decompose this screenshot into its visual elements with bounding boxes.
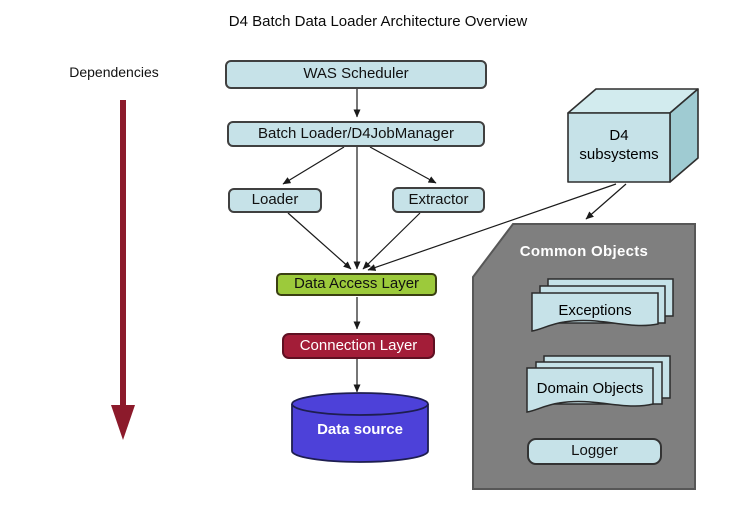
node-batch-loader-label: Batch Loader/D4JobManager bbox=[258, 124, 454, 142]
node-extractor-label: Extractor bbox=[408, 190, 469, 208]
data-source-cylinder bbox=[291, 392, 429, 463]
node-data-access-layer[interactable]: Data Access Layer bbox=[276, 273, 437, 296]
node-domain-objects-label: Domain Objects bbox=[536, 380, 644, 397]
node-connection-layer[interactable]: Connection Layer bbox=[282, 333, 435, 359]
arrow-batch-to-extractor bbox=[369, 146, 437, 184]
node-extractor[interactable]: Extractor bbox=[392, 187, 485, 213]
node-was-scheduler-label: WAS Scheduler bbox=[303, 65, 409, 83]
arrow-d4-to-common bbox=[585, 183, 627, 220]
common-objects-title: Common Objects bbox=[519, 243, 649, 260]
exceptions-stack bbox=[531, 278, 674, 332]
node-connection-layer-label: Connection Layer bbox=[299, 336, 418, 354]
arrow-loader-to-dal bbox=[287, 212, 352, 270]
node-was-scheduler[interactable]: WAS Scheduler bbox=[225, 60, 487, 89]
d4-subsystems-shape bbox=[567, 88, 699, 183]
node-logger[interactable]: Logger bbox=[527, 438, 662, 465]
node-loader[interactable]: Loader bbox=[228, 188, 322, 213]
dependencies-arrow bbox=[111, 100, 135, 440]
arrow-batch-to-loader bbox=[282, 146, 345, 185]
connector-arrows bbox=[282, 89, 627, 393]
arrow-extractor-to-dal bbox=[362, 212, 421, 270]
node-data-source-label: Data source bbox=[317, 421, 403, 438]
node-data-access-layer-label: Data Access Layer bbox=[293, 275, 420, 293]
node-d4-subsystems-label: D4 subsystems bbox=[579, 127, 659, 163]
arrow-d4-to-dal bbox=[367, 183, 617, 271]
node-logger-label: Logger bbox=[571, 442, 618, 460]
domain-objects-stack bbox=[526, 355, 671, 413]
node-loader-label: Loader bbox=[251, 191, 299, 209]
dependencies-label: Dependencies bbox=[69, 64, 159, 80]
node-exceptions-label: Exceptions bbox=[558, 302, 632, 319]
diagram-title: D4 Batch Data Loader Architecture Overvi… bbox=[228, 13, 528, 30]
node-batch-loader[interactable]: Batch Loader/D4JobManager bbox=[227, 121, 485, 147]
